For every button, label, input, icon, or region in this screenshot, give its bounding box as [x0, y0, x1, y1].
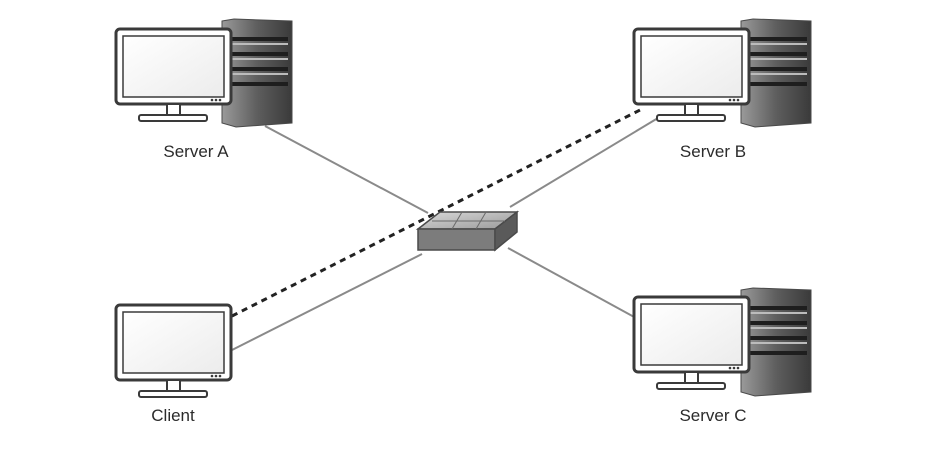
dashed-link-client-server-b	[231, 106, 645, 318]
server-tower-icon	[740, 287, 812, 397]
server-c-label: Server C	[679, 406, 747, 425]
computer-monitor-icon	[632, 27, 751, 123]
network-switch-icon	[415, 210, 520, 252]
server-a-label: Server A	[163, 142, 229, 161]
computer-monitor-icon	[114, 303, 233, 399]
server-tower-icon	[740, 18, 812, 128]
computer-monitor-icon	[114, 27, 233, 123]
server-a-node	[114, 18, 293, 128]
client-label: Client	[151, 406, 195, 425]
server-c-node	[632, 287, 812, 397]
server-b-label: Server B	[679, 142, 747, 161]
link-client-switch	[231, 253, 423, 351]
client-node	[114, 303, 233, 399]
link-server-a-switch	[264, 125, 429, 214]
computer-monitor-icon	[632, 295, 751, 391]
server-b-node	[632, 18, 812, 128]
link-server-c-switch	[507, 247, 637, 319]
link-server-b-switch	[509, 117, 659, 208]
